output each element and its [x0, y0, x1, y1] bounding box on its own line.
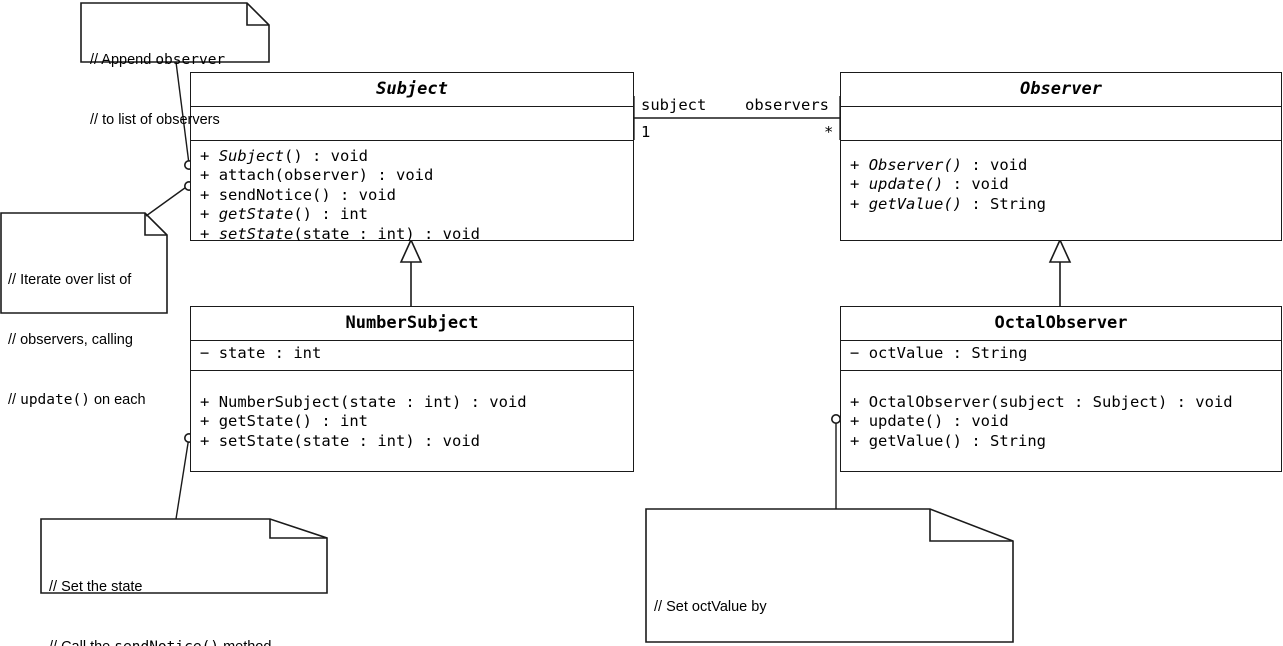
association-role-target: observers [745, 96, 829, 114]
operation-row: + NumberSubject(state : int) : void [200, 393, 527, 411]
class-box-numbersubject[interactable]: NumberSubject − state : int + NumberSubj… [190, 306, 634, 472]
association-multiplicity-source: 1 [641, 123, 651, 141]
note-text-set-state: // Set the state // Call the sendNotice(… [49, 537, 271, 646]
note-text-iterate-observers: // Iterate over list of // observers, ca… [8, 230, 146, 450]
operation-row: + setState(state : int) : void [200, 224, 480, 243]
class-attributes-subject [191, 107, 633, 141]
note-text-append-observer: // Append observer // to list of observe… [90, 10, 225, 170]
note-line: // Iterate over list of [8, 272, 132, 288]
note-fold-set-octvalue [929, 509, 1013, 542]
note-line: // observers, calling [8, 332, 133, 348]
operation-row: + Subject() : void [200, 147, 369, 165]
operation-row: + getValue() : String [850, 431, 1046, 450]
class-box-subject[interactable]: Subject + Subject() : void + attach(obse… [190, 72, 634, 243]
operation-row: + update() : void [850, 412, 1009, 431]
note-line: // Set octValue by [654, 599, 767, 615]
note-line: // update() on each [8, 392, 146, 408]
operation-row: + update() : void [850, 175, 1009, 194]
operation-row: + Observer() : void [850, 156, 1028, 174]
attribute-row: − octValue : String [850, 344, 1028, 362]
note-line: // Append observer [90, 52, 226, 68]
note-fold-set-state [269, 519, 327, 539]
class-attributes-numbersubject: − state : int [191, 341, 633, 371]
class-title-numbersubject: NumberSubject [191, 307, 633, 341]
note-anchor-update [830, 413, 841, 424]
class-box-octalobserver[interactable]: OctalObserver − octValue : String + Octa… [840, 306, 1282, 472]
class-title-subject: Subject [191, 73, 633, 107]
operation-row: + OctalObserver(subject : Subject) : voi… [850, 393, 1233, 411]
note-fold-append-observer [246, 3, 269, 26]
class-operations-numbersubject: + NumberSubject(state : int) : void + ge… [191, 371, 633, 457]
association-multiplicity-target: * [824, 123, 834, 141]
operation-row: + getState() : int [200, 412, 368, 431]
class-title-observer: Observer [841, 73, 1281, 107]
class-operations-observer: + Observer() : void + update() : void + … [841, 141, 1281, 220]
note-line: // Set the state [49, 579, 143, 595]
class-operations-octalobserver: + OctalObserver(subject : Subject) : voi… [841, 371, 1281, 457]
note-line: // to list of observers [90, 112, 220, 128]
association-role-source: subject [641, 96, 707, 114]
operation-row: + getState() : int [200, 205, 368, 224]
class-box-observer[interactable]: Observer + Observer() : void + update() … [840, 72, 1282, 241]
class-attributes-octalobserver: − octValue : String [841, 341, 1281, 371]
operation-row: + sendNotice() : void [200, 185, 396, 204]
note-text-set-octvalue: // Set octValue by // (a) calling Intege… [654, 557, 934, 646]
attribute-row: − state : int [200, 344, 322, 362]
note-connector-iterate-observers [145, 184, 190, 217]
note-fold-iterate-observers [144, 213, 167, 236]
class-attributes-observer [841, 107, 1281, 141]
note-connector-set-state [175, 436, 190, 520]
note-line: // Call the sendNotice() method [49, 637, 271, 646]
class-operations-subject: + Subject() : void + attach(observer) : … [191, 141, 633, 250]
generalization-arrowhead-octalobserver [1048, 238, 1072, 263]
operation-row: + setState(state : int) : void [200, 431, 480, 450]
operation-row: + getValue() : String [850, 194, 1047, 213]
operation-row: + attach(observer) : void [200, 166, 434, 185]
class-title-octalobserver: OctalObserver [841, 307, 1281, 341]
